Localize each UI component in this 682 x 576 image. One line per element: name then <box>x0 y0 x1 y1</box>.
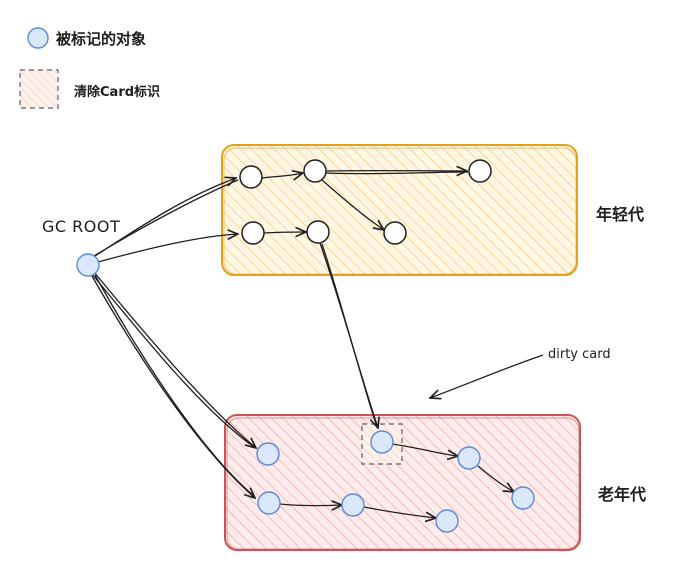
legend: 被标记的对象 清除Card标识 <box>19 27 160 109</box>
young-node-6 <box>383 221 407 245</box>
old-node-5 <box>511 486 535 510</box>
edge-o3-to-o4 <box>391 443 458 456</box>
legend-card-swatch <box>19 69 59 109</box>
edge-o6-to-o7 <box>363 506 436 518</box>
old-node-1 <box>256 442 280 466</box>
old-gen-label: 老年代 <box>597 485 646 504</box>
old-generation: 老年代 <box>224 414 646 551</box>
young-nodes <box>239 159 492 245</box>
gc-root-label: GC ROOT <box>42 217 120 236</box>
edge-o2-to-o6 <box>279 504 342 506</box>
young-node-1 <box>239 165 263 189</box>
reference-edges <box>91 171 544 518</box>
old-node-3 <box>370 430 394 454</box>
old-node-6 <box>341 493 365 517</box>
edge-y4-to-y5 <box>263 232 306 233</box>
young-node-3 <box>468 159 492 183</box>
edge-root-to-y4 <box>97 234 238 263</box>
young-generation: 年轻代 <box>221 144 644 276</box>
dirty-card-pointer-arrow <box>430 354 544 398</box>
young-gen-region <box>221 144 578 276</box>
old-node-2 <box>257 491 281 515</box>
gc-root-node <box>76 253 100 277</box>
legend-marked-label: 被标记的对象 <box>56 30 146 48</box>
old-gen-region <box>224 414 581 551</box>
young-node-5 <box>306 220 330 244</box>
young-gen-label: 年轻代 <box>596 205 644 224</box>
young-node-2 <box>303 159 327 183</box>
edge-y2-to-y6 <box>321 179 384 230</box>
edge-root-to-o1 <box>93 271 256 448</box>
young-node-4 <box>241 221 265 245</box>
old-node-4 <box>457 446 481 470</box>
legend-marked-swatch <box>27 27 49 49</box>
edge-y1-to-y2 <box>261 173 303 178</box>
dirty-card-label: dirty card <box>548 347 611 362</box>
old-nodes <box>256 430 535 533</box>
old-node-7 <box>435 509 459 533</box>
legend-card-label: 清除Card标识 <box>74 84 160 100</box>
edge-o4-to-o5 <box>477 465 514 492</box>
